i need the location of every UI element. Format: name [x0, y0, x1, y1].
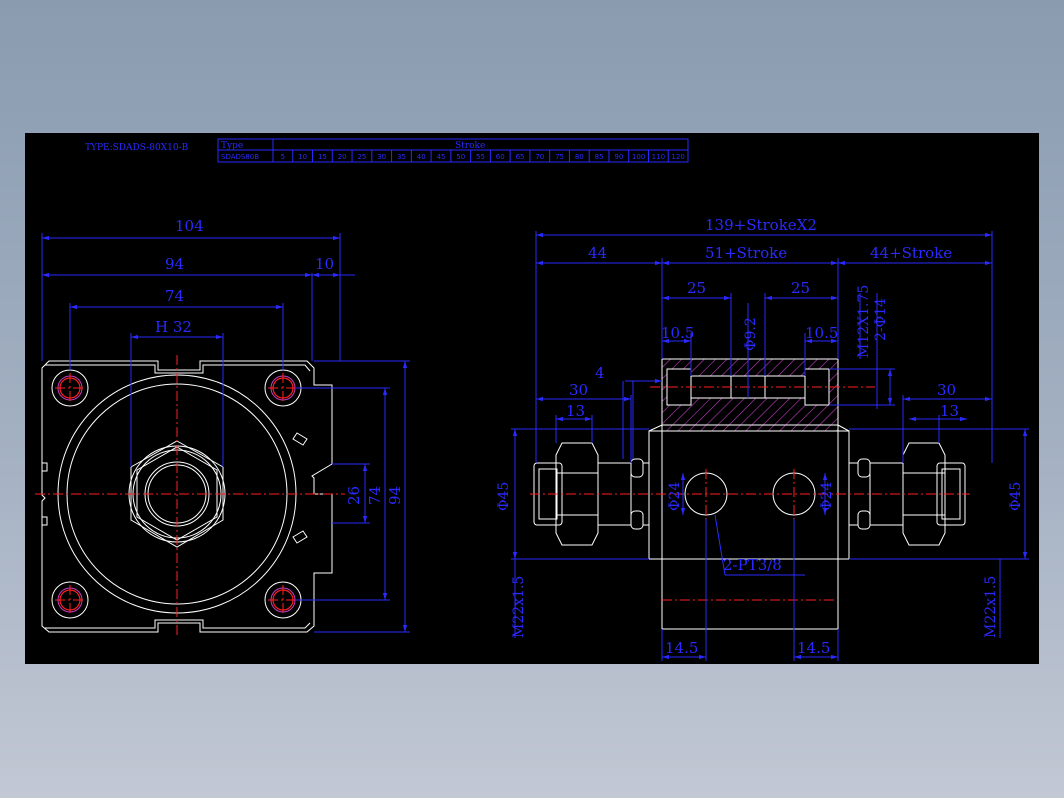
stroke-cells: 5 10 15 20 25 30 35 40 45 50 55 60 65 70 75 80 85 90 100 11… [281, 150, 685, 162]
dim-h32: H 32 [155, 318, 192, 336]
table-type-header: Type [221, 141, 243, 151]
stroke-cell: 10 [298, 153, 307, 161]
stroke-cell: 25 [357, 153, 366, 161]
stroke-cell: 100 [632, 153, 645, 161]
dim-94-top: 94 [165, 255, 184, 273]
stroke-cell: 5 [281, 153, 285, 161]
dim-phi24-right: Φ24 [819, 482, 835, 511]
dim-14-5-right: 14.5 [797, 639, 830, 657]
dim-13-left: 13 [566, 402, 585, 420]
stroke-cell: 40 [417, 153, 426, 161]
dim-13-right: 13 [940, 402, 959, 420]
dim-pt38: 2-PT3/8 [723, 556, 782, 574]
dim-14-5-left: 14.5 [665, 639, 698, 657]
dim-44-stroke: 44+Stroke [870, 244, 952, 262]
dim-74-side: 74 [366, 486, 384, 505]
stroke-cell: 80 [575, 153, 584, 161]
stroke-cell: 30 [377, 153, 386, 161]
side-view: 139+StrokeX2 44 51+Stroke 44+Stroke 25 2… [496, 216, 1029, 661]
stroke-cell: 70 [535, 153, 544, 161]
stroke-cell: 55 [476, 153, 485, 161]
stroke-cell: 65 [516, 153, 525, 161]
cad-drawing-canvas: TYPE:SDADS-80X10-B Type Stroke SDADS80B … [25, 133, 1039, 664]
dim-10-5-right: 10.5 [805, 324, 838, 342]
stroke-table: TYPE:SDADS-80X10-B Type Stroke SDADS80B … [85, 138, 689, 163]
stroke-cell: 45 [437, 153, 446, 161]
stroke-cell: 20 [338, 153, 347, 161]
stroke-cell: 15 [318, 153, 327, 161]
dim-phi45-right: Φ45 [1008, 482, 1024, 511]
stroke-cell: 110 [652, 153, 665, 161]
dim-m12: M12X1.75 [856, 285, 872, 358]
dim-104: 104 [175, 217, 204, 235]
dim-m22-left: M22x1.5 [511, 576, 527, 638]
dim-51-stroke: 51+Stroke [705, 244, 787, 262]
stroke-cell: 90 [614, 153, 623, 161]
dim-25-right: 25 [791, 279, 810, 297]
dim-26: 26 [345, 486, 363, 505]
dim-2-phi14: 2-Φ14 [873, 298, 889, 341]
stroke-cell: 50 [456, 153, 465, 161]
front-view: 104 94 10 74 H 32 26 74 94 [35, 217, 410, 635]
table-model: SDADS80B [221, 153, 259, 161]
stroke-cell: 60 [496, 153, 505, 161]
dim-10-5-left: 10.5 [661, 324, 694, 342]
dim-phi9-2: Φ9.2 [743, 317, 759, 351]
stroke-cell: 75 [555, 153, 564, 161]
dim-30-left: 30 [569, 381, 588, 399]
dim-m22-right: M22x1.5 [983, 576, 999, 638]
stroke-cell: 120 [671, 153, 684, 161]
dim-25-left: 25 [687, 279, 706, 297]
stroke-cell: 85 [595, 153, 604, 161]
dim-phi24-left: Φ24 [667, 482, 683, 511]
dim-44: 44 [588, 244, 607, 262]
dim-10: 10 [315, 255, 334, 273]
dim-4: 4 [595, 364, 605, 382]
stroke-cell: 35 [397, 153, 406, 161]
dim-74-top: 74 [165, 287, 184, 305]
type-label: TYPE:SDADS-80X10-B [85, 143, 189, 153]
dim-phi45-left: Φ45 [496, 482, 512, 511]
table-stroke-header: Stroke [455, 141, 485, 151]
dim-total: 139+StrokeX2 [705, 216, 817, 234]
dim-94-side: 94 [386, 486, 404, 505]
drawing-svg: TYPE:SDADS-80X10-B Type Stroke SDADS80B … [35, 138, 1029, 661]
dim-30-right: 30 [937, 381, 956, 399]
